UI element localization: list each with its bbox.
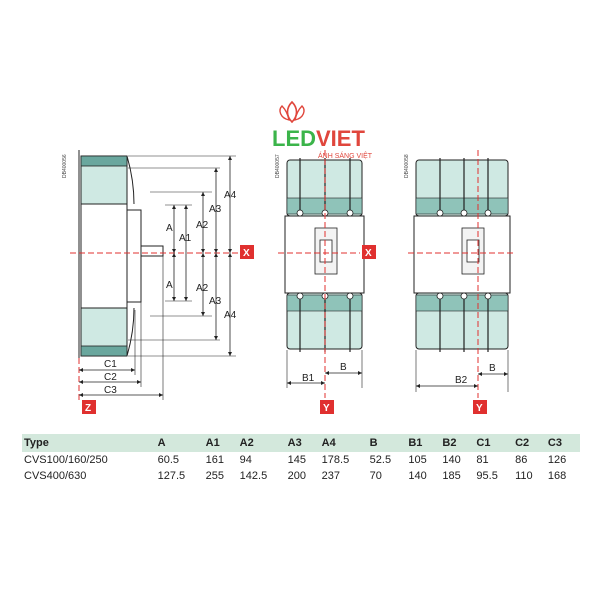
side-body <box>80 203 128 309</box>
table-row: CVS100/160/250 60.5 161 94 145 178.5 52.… <box>22 452 580 468</box>
drawing-code-1: DB400056 <box>62 154 68 178</box>
col-header-a1: A1 <box>203 434 238 452</box>
logo-brand-second: VIET <box>316 126 365 151</box>
table-cell: 105 <box>408 454 427 466</box>
axis-x-marker-1 <box>240 245 254 259</box>
col-header-b: B <box>367 434 407 452</box>
table-cell: 52.5 <box>369 454 392 466</box>
dim-label-b2: B2 <box>455 375 468 386</box>
side-front-face <box>126 209 142 303</box>
axis-z-marker <box>82 400 96 414</box>
table-cell: 86 <box>515 454 528 466</box>
side-view: DB400056 X Z <box>62 150 254 414</box>
table-cell: 145 <box>287 454 306 466</box>
table-cell: 168 <box>547 470 567 482</box>
table-row: CVS400/630 127.5 255 142.5 200 237 70 14… <box>22 468 580 484</box>
dim-label-c3: C3 <box>104 385 117 396</box>
table-cell: 60.5 <box>157 454 180 466</box>
col-header-c1: C1 <box>474 434 514 452</box>
table-header-row: Type A A1 A2 A3 A4 B B1 B2 C1 C2 C3 <box>22 434 580 452</box>
table-cell: 161 <box>205 454 224 466</box>
axis-y-marker-2 <box>473 400 487 414</box>
dim-label-a4-top: A4 <box>224 190 237 201</box>
drawing-code-2: DB400057 <box>275 154 281 178</box>
col-header-a3: A3 <box>285 434 320 452</box>
table-cell: 70 <box>369 470 382 482</box>
logo-brand-first: LED <box>272 126 316 151</box>
table-cell: 81 <box>476 454 489 466</box>
col-header-type: Type <box>22 434 156 452</box>
brand-logo: LEDVIET ÁNH SÁNG VIỆT <box>272 100 373 160</box>
dim-label-b-2: B <box>489 363 496 374</box>
table-cell: 126 <box>547 454 567 466</box>
table-cell: 178.5 <box>321 454 350 466</box>
front1-toggle <box>319 239 333 263</box>
dim-label-c1: C1 <box>104 359 117 370</box>
axis-y-label-2: Y <box>476 403 483 414</box>
table-cell: 200 <box>287 470 306 482</box>
lotus-icon <box>279 100 305 124</box>
svg-text:LEDVIET: LEDVIET <box>272 126 365 151</box>
dim-label-a2-bottom: A2 <box>196 283 209 294</box>
front-view-4-pole: DB400058 Y B B2 <box>404 150 516 414</box>
col-header-c3: C3 <box>545 434 580 452</box>
col-header-c2: C2 <box>513 434 546 452</box>
table-cell: 185 <box>442 470 461 482</box>
logo-tagline: ÁNH SÁNG VIỆT <box>318 151 373 160</box>
table-cell: 95.5 <box>476 470 498 482</box>
dim-label-a-bottom: A <box>166 280 173 291</box>
dimensions-table: Type A A1 A2 A3 A4 B B1 B2 C1 C2 C3 CVS1… <box>22 434 580 484</box>
axis-y-marker-1 <box>320 400 334 414</box>
table-cell: 255 <box>205 470 224 482</box>
table-cell: CVS400/630 <box>24 470 87 482</box>
axis-x-label-1: X <box>243 248 250 259</box>
dim-label-b1: B1 <box>302 373 315 384</box>
col-header-b1: B1 <box>406 434 441 452</box>
table-cell: CVS100/160/250 <box>24 454 108 466</box>
dim-label-b-1: B <box>340 362 347 373</box>
dim-label-a3-bottom: A3 <box>209 296 222 307</box>
table-cell: 140 <box>442 454 461 466</box>
axis-x-marker-2 <box>362 245 376 259</box>
table-cell: 127.5 <box>157 470 186 482</box>
col-header-a2: A2 <box>237 434 286 452</box>
table-cell: 142.5 <box>239 470 268 482</box>
dim-label-a1: A1 <box>179 233 192 244</box>
dim-label-a3-top: A3 <box>209 204 222 215</box>
dim-label-a4-bottom: A4 <box>224 310 237 321</box>
axis-y-label-1: Y <box>323 403 330 414</box>
dim-label-c2: C2 <box>104 372 117 383</box>
col-header-a: A <box>155 434 204 452</box>
side-handle <box>140 245 164 257</box>
table-cell: 237 <box>321 470 341 482</box>
dim-label-a2-top: A2 <box>196 220 209 231</box>
table-cell: 110 <box>515 470 533 482</box>
axis-z-label: Z <box>85 403 91 414</box>
col-header-a4: A4 <box>319 434 368 452</box>
table-cell: 140 <box>408 470 427 482</box>
table-cell: 94 <box>239 454 252 466</box>
axis-x-label-2: X <box>365 248 372 259</box>
col-header-b2: B2 <box>440 434 475 452</box>
dim-label-a-top: A <box>166 223 173 234</box>
drawing-code-3: DB400058 <box>404 154 410 178</box>
front-view-3-pole: DB400057 X Y B B1 <box>275 150 376 414</box>
front2-toggle <box>466 239 480 263</box>
dimension-drawing: LEDVIET ÁNH SÁNG VIỆT DB400056 X Z <box>62 100 516 414</box>
